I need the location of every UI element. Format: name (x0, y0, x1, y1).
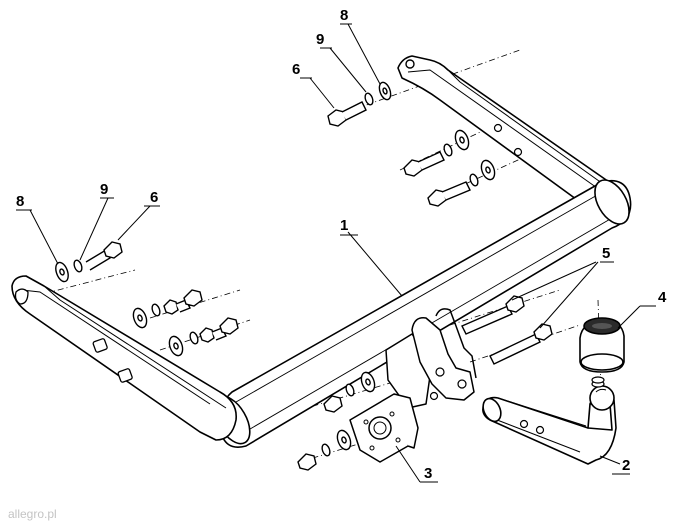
bracket-lower-fasteners (297, 429, 352, 471)
callout-labels: 1 2 3 4 5 6 8 9 6 8 9 (16, 7, 667, 482)
callout-washer-left: 8 (16, 193, 24, 210)
right-lower-bolt-set (427, 159, 496, 207)
left-mid-bolt-set (132, 289, 203, 329)
leader-lines (16, 23, 656, 483)
callout-socket-plate: 3 (424, 465, 432, 482)
socket-plate (349, 393, 419, 463)
left-side-arm (11, 275, 237, 441)
ball-cover (579, 317, 625, 384)
right-upper-bolt-set (327, 81, 392, 127)
left-lower-bolt-set (168, 317, 239, 357)
right-mid-bolt-set (403, 129, 470, 177)
callout-washer-right: 8 (340, 7, 348, 24)
left-upper-bolt-set (55, 241, 123, 283)
callout-bolt-right: 6 (292, 61, 300, 78)
bracket-upper-fasteners (323, 371, 376, 413)
callout-spring-washer-left: 9 (100, 181, 108, 198)
main-cross-bar (213, 179, 632, 448)
center-mounting-bracket (385, 308, 477, 409)
long-bolts (461, 295, 553, 365)
callout-long-bolts: 5 (602, 245, 610, 262)
callout-bolt-left: 6 (150, 189, 158, 206)
watermark: allegro.pl (8, 507, 57, 521)
callout-main-bar: 1 (340, 217, 348, 234)
callout-ball-cover: 4 (658, 289, 667, 306)
tow-ball (482, 380, 617, 465)
callout-spring-washer-right: 9 (316, 31, 324, 48)
callout-tow-ball: 2 (622, 457, 630, 474)
